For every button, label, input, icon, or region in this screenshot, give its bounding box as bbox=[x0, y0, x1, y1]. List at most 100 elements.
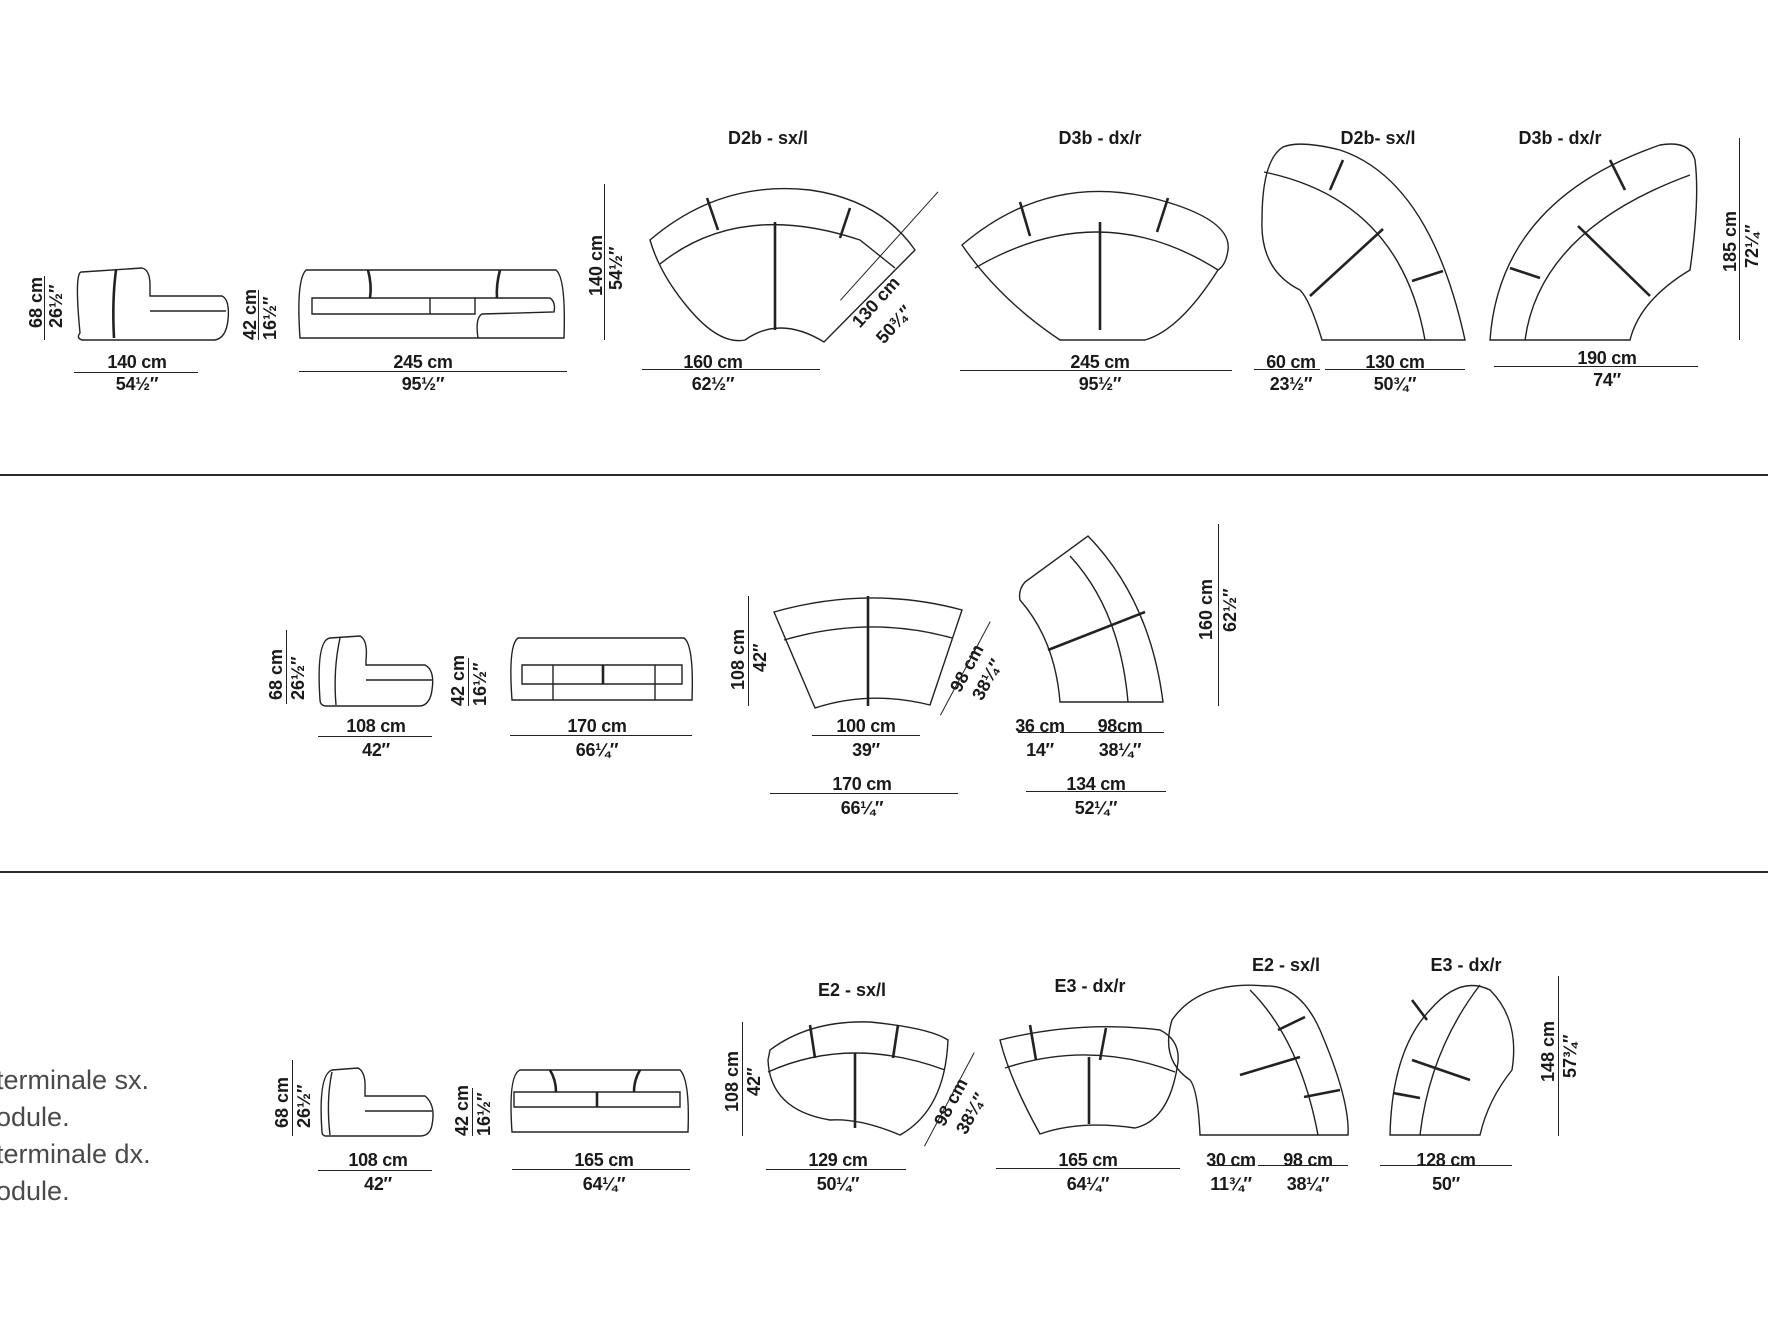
row3-curved-a-depth-cm: 108 cm bbox=[722, 1050, 742, 1112]
row2-curved-depth-cm: 108 cm bbox=[728, 628, 748, 690]
row2-curved-inner-in: 39″ bbox=[852, 740, 880, 760]
row1-curved-b-title: D3b - dx/r bbox=[1058, 128, 1142, 148]
row1-corner-b-height-cm: 185 cm bbox=[1720, 210, 1740, 272]
row1-curved-a-width-in: 62½″ bbox=[691, 374, 735, 394]
row1-curved-a-width-cm: 160 cm bbox=[683, 352, 743, 372]
dim-line bbox=[1258, 1165, 1348, 1166]
row2-front-seat-in: 16½″ bbox=[470, 662, 490, 706]
dim-line bbox=[472, 1088, 473, 1136]
row1-plan-depth-in: 54½″ bbox=[606, 246, 626, 290]
dim-line bbox=[44, 276, 45, 340]
dim-line bbox=[1210, 1165, 1254, 1166]
row3-corner-b-height-in: 57¾″ bbox=[1560, 1034, 1580, 1078]
row1-corner-d3b bbox=[1489, 143, 1698, 341]
row2-curved-outer-cm: 170 cm bbox=[832, 774, 892, 794]
row2-corner-height-in: 62½″ bbox=[1220, 588, 1240, 632]
row3-curved-e3 bbox=[999, 1024, 1179, 1135]
row1-corner-a-w1-in: 23½″ bbox=[1269, 374, 1313, 394]
row1-corner-a-title: D2b- sx/l bbox=[1340, 128, 1416, 148]
row2-side-width-in: 42″ bbox=[362, 740, 390, 760]
legend-item: odule. bbox=[0, 1102, 70, 1132]
dim-line bbox=[512, 1169, 690, 1170]
row1-corner-b-width-in: 74″ bbox=[1593, 370, 1621, 390]
row1-front-seat-in: 16½″ bbox=[260, 296, 280, 340]
row2-front-view bbox=[510, 637, 693, 701]
row1-corner-a-w2-cm: 130 cm bbox=[1365, 352, 1425, 372]
dim-line bbox=[1325, 369, 1465, 370]
row1-corner-d2b bbox=[1261, 143, 1466, 341]
row3-side-width-cm: 108 cm bbox=[348, 1150, 408, 1170]
dim-line bbox=[1494, 366, 1698, 367]
row3-side-height-cm: 68 cm bbox=[272, 1076, 292, 1128]
row1-curved-b-width-in: 95½″ bbox=[1078, 374, 1122, 394]
row3-curved-a-width-in: 50¼″ bbox=[816, 1174, 860, 1194]
row1-curved-a-title: D2b - sx/l bbox=[727, 128, 809, 148]
dim-line bbox=[318, 1170, 432, 1171]
dim-line bbox=[258, 290, 259, 340]
row3-side-width-in: 42″ bbox=[364, 1174, 392, 1194]
row3-front-width-in: 64¼″ bbox=[582, 1174, 626, 1194]
row1-corner-b-height-in: 72¼″ bbox=[1742, 224, 1762, 268]
dim-line bbox=[766, 1169, 906, 1170]
dim-line bbox=[1018, 732, 1056, 733]
row3-corner-a-w1-in: 11¾″ bbox=[1210, 1174, 1252, 1194]
row2-curved bbox=[773, 596, 963, 709]
dim-line bbox=[1060, 732, 1164, 733]
dim-line bbox=[1380, 1165, 1512, 1166]
row3-curved-a-width-cm: 129 cm bbox=[808, 1150, 868, 1170]
row2-corner-height-cm: 160 cm bbox=[1196, 578, 1216, 640]
row1-side-width-in: 54½″ bbox=[115, 374, 159, 394]
row1-front-width-cm: 245 cm bbox=[393, 352, 453, 372]
dim-line bbox=[1254, 369, 1320, 370]
dim-line bbox=[292, 1060, 293, 1136]
row2-corner-w1-cm: 36 cm bbox=[1015, 716, 1065, 736]
row2-corner-total-cm: 134 cm bbox=[1066, 774, 1126, 794]
dim-line bbox=[510, 735, 692, 736]
dim-line bbox=[318, 736, 432, 737]
row3-corner-a-w2-cm: 98 cm bbox=[1283, 1150, 1333, 1170]
row3-curved-b-title: E3 - dx/r bbox=[1054, 976, 1126, 996]
row2-corner-w2-cm: 98cm bbox=[1097, 716, 1143, 736]
row1-corner-b-title: D3b - dx/r bbox=[1518, 128, 1602, 148]
row3-corner-e2 bbox=[1167, 984, 1349, 1136]
row3-corner-b-width-cm: 128 cm bbox=[1416, 1150, 1476, 1170]
row1-corner-b-width-cm: 190 cm bbox=[1577, 348, 1637, 368]
row2-corner-total-in: 52¼″ bbox=[1074, 798, 1118, 818]
row2-front-width-cm: 170 cm bbox=[567, 716, 627, 736]
row2-side-height-cm: 68 cm bbox=[266, 648, 286, 700]
row3-corner-a-title: E2 - sx/l bbox=[1251, 955, 1321, 975]
legend-item: terminale sx. bbox=[0, 1065, 150, 1095]
row3-corner-e3 bbox=[1389, 984, 1515, 1136]
row1-corner-a-w1-cm: 60 cm bbox=[1266, 352, 1316, 372]
row1-corner-a-w2-in: 50¾″ bbox=[1373, 374, 1417, 394]
row2-corner-w2-in: 38¼″ bbox=[1098, 740, 1142, 760]
dim-line bbox=[770, 793, 958, 794]
legend: terminale sx. odule. terminale dx. odule… bbox=[0, 1062, 151, 1210]
row2-curved-inner-cm: 100 cm bbox=[836, 716, 896, 736]
row1-side-height-in: 26½″ bbox=[46, 284, 66, 328]
row3-curved-a-depth-in: 42″ bbox=[744, 1067, 764, 1096]
row2-front-seat-cm: 42 cm bbox=[448, 654, 468, 706]
row1-curved-d2b bbox=[649, 187, 916, 343]
dim-line bbox=[1558, 976, 1559, 1136]
row-divider-1 bbox=[0, 474, 1768, 476]
row3-curved-a-title: E2 - sx/l bbox=[817, 980, 887, 1000]
dim-line bbox=[1739, 138, 1740, 340]
row2-corner-w1-in: 14″ bbox=[1026, 740, 1054, 760]
dim-line bbox=[742, 1022, 743, 1136]
row3-corner-b-height-cm: 148 cm bbox=[1538, 1020, 1558, 1082]
dim-line bbox=[1026, 791, 1166, 792]
row1-curved-d3b bbox=[961, 190, 1229, 341]
row2-side-view bbox=[318, 635, 434, 707]
row3-curved-e2 bbox=[767, 1021, 949, 1136]
row2-curved-depth-in: 42″ bbox=[750, 643, 770, 672]
row3-front-seat-in: 16½″ bbox=[474, 1092, 494, 1136]
dim-line bbox=[642, 369, 820, 370]
dim-line bbox=[960, 370, 1232, 371]
row2-corner bbox=[1018, 535, 1164, 703]
dim-line bbox=[812, 735, 920, 736]
row3-corner-a-w2-in: 38¼″ bbox=[1286, 1174, 1330, 1194]
dim-line bbox=[604, 184, 605, 340]
row2-side-width-cm: 108 cm bbox=[346, 716, 406, 736]
row3-side-view bbox=[320, 1067, 434, 1137]
